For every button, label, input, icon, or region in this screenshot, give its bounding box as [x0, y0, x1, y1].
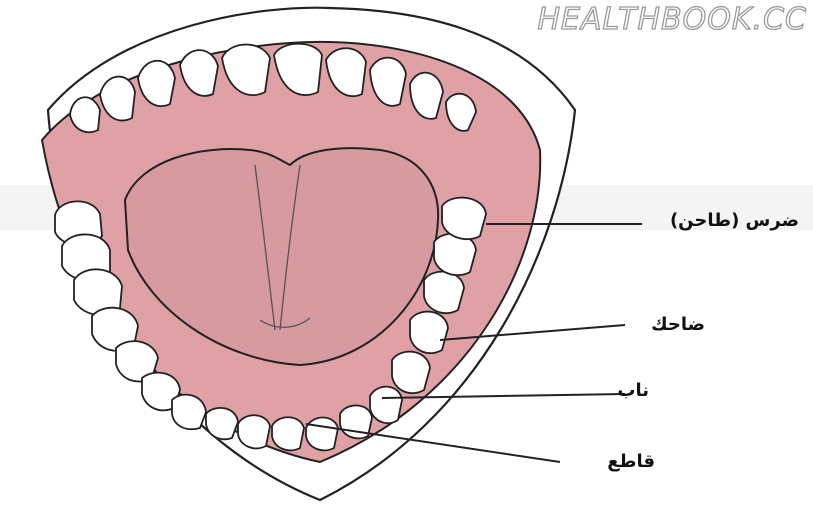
label-incisor: قاطع [607, 451, 655, 472]
label-molar: ضرس (طاحن) [670, 210, 799, 231]
watermark-logo: HEALTHBOOK.CC [537, 2, 807, 37]
lower-incisors [238, 415, 338, 450]
label-premolar: ضاحك [651, 314, 705, 335]
label-canine: ناب [617, 380, 649, 401]
